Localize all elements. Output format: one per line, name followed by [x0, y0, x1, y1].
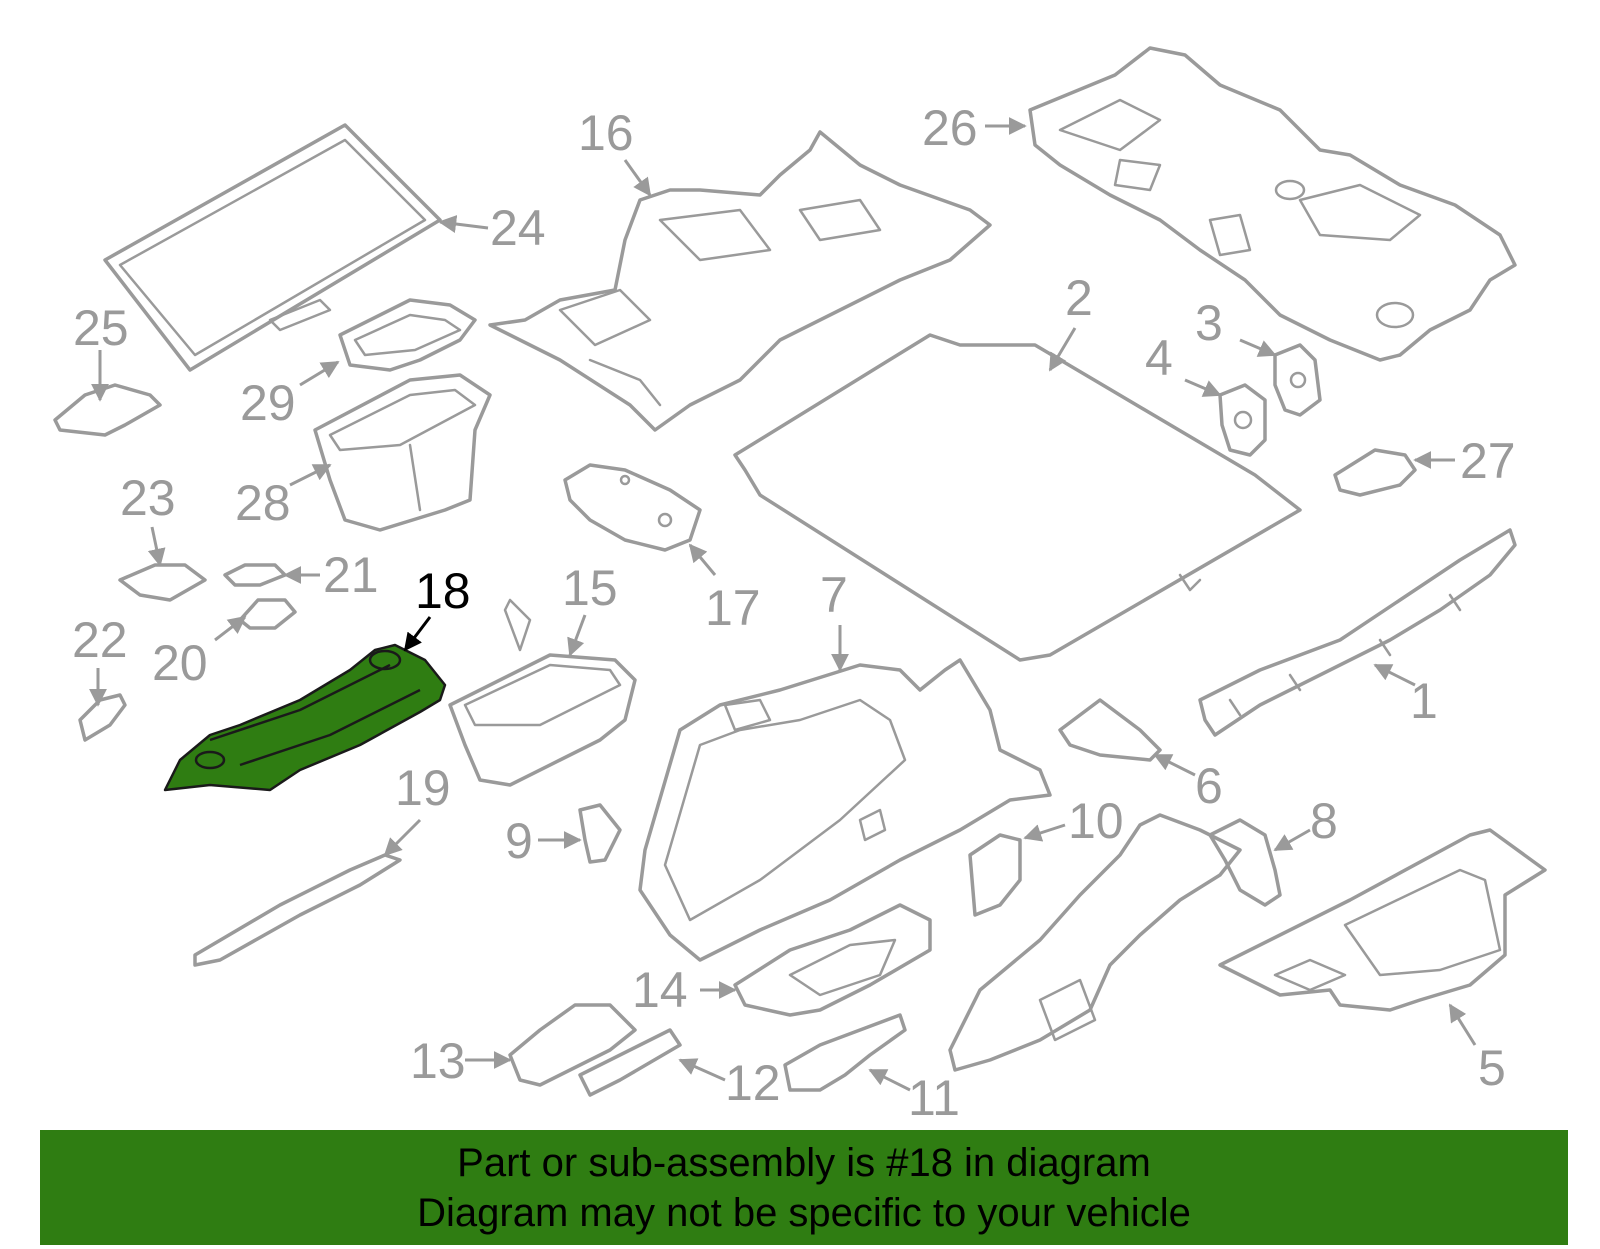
part-26-shape[interactable]	[1028, 46, 1517, 362]
leader-28	[289, 463, 332, 487]
leader-24	[438, 215, 489, 233]
leader-20	[214, 615, 247, 642]
leader-2	[1048, 327, 1077, 372]
leader-6	[1153, 753, 1196, 777]
part-9-shape[interactable]	[578, 803, 622, 864]
callout-24: 24	[490, 200, 546, 256]
callout-16: 16	[578, 105, 634, 161]
part-29-shape[interactable]	[338, 298, 477, 372]
callout-6: 6	[1195, 758, 1223, 814]
leaders	[89, 117, 1477, 1092]
callout-19: 19	[395, 760, 451, 816]
callout-27: 27	[1460, 433, 1516, 489]
leader-5	[1448, 1003, 1477, 1046]
callout-29: 29	[240, 375, 296, 431]
leader-18	[403, 616, 432, 652]
callout-4: 4	[1145, 330, 1173, 386]
part-14-shape[interactable]	[733, 903, 932, 1017]
leader-3	[1239, 338, 1277, 357]
callouts: 26 16 24 25 29 28 23 21 20 22 18 15 17 2…	[72, 100, 1516, 1126]
leader-23	[147, 526, 166, 567]
callout-25: 25	[73, 300, 129, 356]
callout-8: 8	[1310, 793, 1338, 849]
callout-20: 20	[152, 635, 208, 691]
callout-1: 1	[1410, 673, 1438, 729]
leader-4	[1184, 378, 1222, 397]
callout-26: 26	[922, 100, 978, 156]
part-4-shape[interactable]	[1218, 383, 1267, 457]
callout-13: 13	[410, 1033, 466, 1089]
callout-23: 23	[120, 470, 176, 526]
part-28-shape[interactable]	[313, 373, 492, 532]
callout-15: 15	[562, 560, 618, 616]
part-15-shape[interactable]	[448, 598, 637, 787]
part-8-panel-shape[interactable]	[948, 813, 1242, 1072]
leader-19	[383, 818, 422, 857]
callout-9: 9	[505, 813, 533, 869]
callout-10: 10	[1068, 793, 1124, 849]
leader-1	[1373, 663, 1416, 687]
callout-12: 12	[725, 1055, 781, 1111]
callout-2: 2	[1065, 270, 1093, 326]
leader-29	[299, 360, 340, 387]
part-1-shape[interactable]	[1198, 528, 1517, 737]
leader-10	[1023, 823, 1066, 842]
leader-15	[567, 614, 587, 657]
callout-11: 11	[908, 1070, 960, 1126]
part-3-shape[interactable]	[1273, 343, 1322, 417]
part-17-shape[interactable]	[563, 463, 702, 552]
part-10-shape[interactable]	[968, 833, 1022, 917]
callout-3: 3	[1195, 295, 1223, 351]
part-27-shape[interactable]	[1333, 448, 1417, 497]
part-12-shape[interactable]	[578, 1028, 682, 1097]
part-5-shape[interactable]	[1218, 828, 1547, 1012]
callout-14: 14	[632, 962, 688, 1018]
part-19-shape[interactable]	[193, 853, 402, 967]
callout-17: 17	[705, 580, 761, 636]
part-11-shape[interactable]	[783, 1013, 907, 1092]
callout-18: 18	[415, 563, 471, 619]
callout-21: 21	[323, 547, 379, 603]
info-banner: Part or sub-assembly is #18 in diagram D…	[40, 1130, 1568, 1245]
leader-16	[623, 159, 652, 197]
leader-8	[1273, 828, 1311, 852]
part-6-shape[interactable]	[1058, 698, 1162, 762]
part-20-shape[interactable]	[238, 598, 297, 630]
leader-11	[868, 1068, 911, 1092]
callout-28: 28	[235, 475, 291, 531]
callout-22: 22	[72, 612, 128, 668]
part-13-shape[interactable]	[508, 1003, 637, 1087]
part-25-shape[interactable]	[53, 383, 162, 437]
callout-7: 7	[820, 567, 848, 623]
part-23-shape[interactable]	[118, 563, 207, 602]
banner-line-part: Part or sub-assembly is #18 in diagram	[457, 1140, 1151, 1185]
part-7-shape[interactable]	[638, 658, 1052, 962]
leader-12	[678, 1058, 726, 1082]
part-16-shape[interactable]	[488, 130, 992, 432]
part-21-shape[interactable]	[223, 563, 287, 587]
part-22-shape[interactable]	[78, 693, 127, 742]
part-24-shape[interactable]	[103, 123, 442, 372]
part-18-shape[interactable]	[163, 643, 447, 792]
callout-5: 5	[1478, 1040, 1506, 1096]
part-2-shape[interactable]	[733, 333, 1302, 662]
leader-17	[688, 543, 717, 576]
part-8-shape[interactable]	[1208, 818, 1282, 907]
banner-line-disclaimer: Diagram may not be specific to your vehi…	[417, 1190, 1191, 1235]
